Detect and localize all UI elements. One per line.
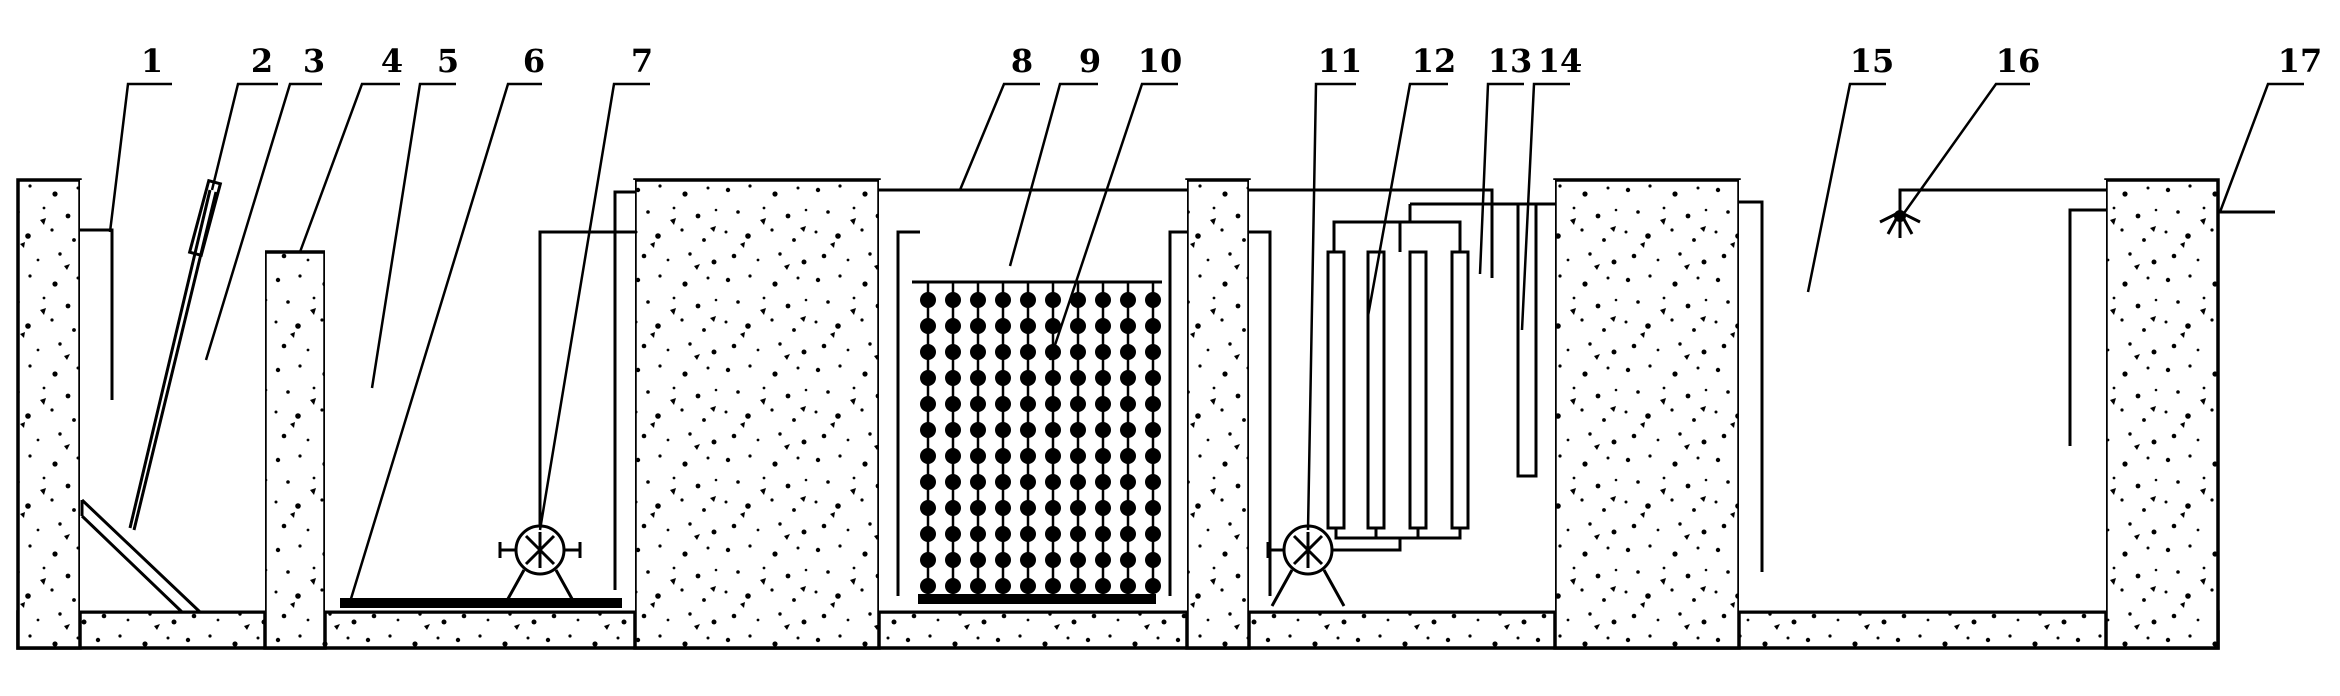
callout-4: 4 xyxy=(381,42,403,80)
base-slab xyxy=(16,610,2220,650)
callout-2: 2 xyxy=(251,42,273,80)
permeate-header xyxy=(1332,202,1555,252)
screen-rod xyxy=(128,189,218,531)
callout-5: 5 xyxy=(437,42,459,80)
wall-left xyxy=(16,178,82,650)
media-support-base xyxy=(918,594,1156,604)
callout-7: 7 xyxy=(631,42,653,80)
tank-5-interior xyxy=(1739,180,2106,612)
grit-chamber-section xyxy=(340,190,635,608)
wall-block-center-left xyxy=(633,178,881,650)
membrane-collector xyxy=(1334,528,1462,552)
inlet-pipe xyxy=(80,228,114,400)
wall-block-center-right xyxy=(1553,178,1741,650)
callout-1: 1 xyxy=(141,42,163,80)
membrane-riser xyxy=(1249,230,1272,596)
wall-right xyxy=(2104,178,2220,650)
wall-grit-chamber xyxy=(263,250,327,650)
callout-3: 3 xyxy=(303,42,325,80)
tank-2-interior xyxy=(325,180,635,612)
membrane-modules xyxy=(1326,250,1470,530)
tank-3-interior xyxy=(879,180,1187,612)
grit-chamber-riser xyxy=(613,190,635,590)
bottom-aeration-pipe xyxy=(340,598,622,608)
top-connecting-pipe-2 xyxy=(1249,188,1494,278)
inlet-screen-section xyxy=(80,178,223,614)
contact-tank-inner-wall xyxy=(896,230,920,596)
outlet-baffle xyxy=(2068,208,2106,446)
callout-13: 13 xyxy=(1488,42,1533,80)
callout-6: 6 xyxy=(523,42,545,80)
callout-labels: 1 2 3 4 5 6 7 8 9 10 11 12 13 14 15 16 1… xyxy=(141,42,2322,80)
inclined-screen xyxy=(80,498,202,614)
callout-8: 8 xyxy=(1011,42,1033,80)
contact-tank-section xyxy=(879,188,1187,604)
callout-9: 9 xyxy=(1079,42,1101,80)
callout-10: 10 xyxy=(1138,42,1183,80)
contact-tank-inner-wall-right xyxy=(1168,230,1187,596)
wall-mbr-partition xyxy=(1185,178,1251,650)
callout-12: 12 xyxy=(1412,42,1457,80)
callout-15: 15 xyxy=(1850,42,1895,80)
callout-14: 14 xyxy=(1538,42,1583,80)
leader-lines xyxy=(108,82,2304,603)
clear-water-section xyxy=(1739,188,2275,572)
callout-16: 16 xyxy=(1996,42,2041,80)
membrane-tank-section xyxy=(1249,188,1555,607)
tank-1-interior xyxy=(80,180,265,612)
callout-17: 17 xyxy=(2278,42,2323,80)
callout-11: 11 xyxy=(1318,42,1363,80)
lift-pump-1 xyxy=(498,524,582,607)
pump-1-outlet-pipe xyxy=(538,230,635,526)
concrete-structure xyxy=(16,178,2220,650)
sprinkler-pipe xyxy=(1898,188,2106,212)
overflow-pipe-in xyxy=(1739,200,1764,572)
